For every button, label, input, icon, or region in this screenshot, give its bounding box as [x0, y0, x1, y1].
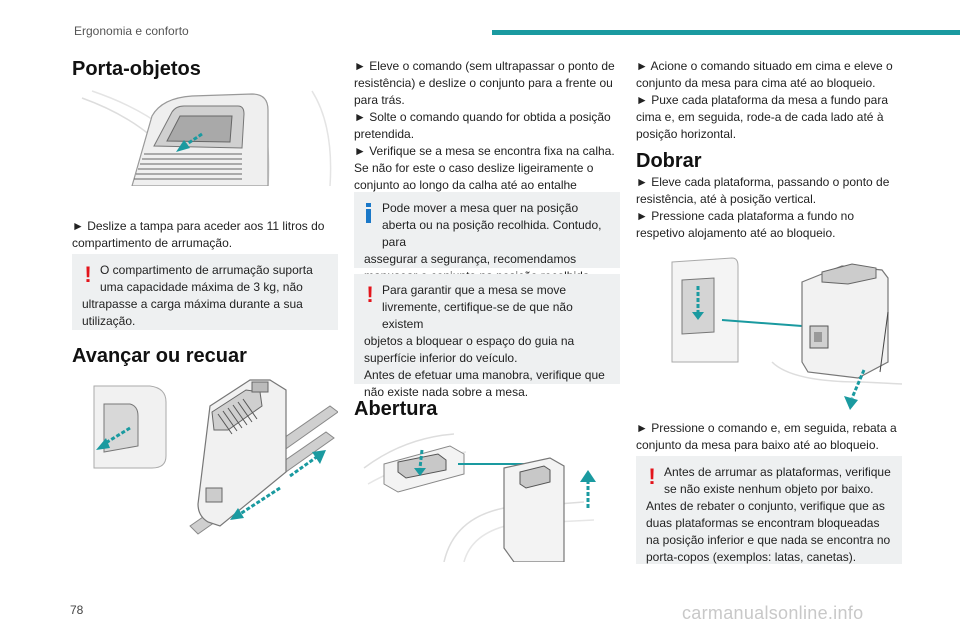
- open-step-1: ► Acione o comando situado em cima e ele…: [636, 59, 893, 90]
- heading-dobrar: Dobrar: [636, 150, 702, 172]
- move-step-3: ► Verifique se a mesa se encontra fixa n…: [354, 144, 615, 209]
- heading-porta-objetos: Porta-objetos: [72, 58, 201, 80]
- fold-steps: ► Eleve cada plataforma, passando o pont…: [636, 174, 902, 242]
- storage-step: ► Deslize a tampa para aceder aos 11 lit…: [72, 219, 325, 250]
- page-number: 78: [70, 603, 84, 617]
- fold-step-2: ► Pressione cada plataforma a fundo no r…: [636, 209, 855, 240]
- open-step-2: ► Puxe cada plataforma da mesa a fundo p…: [636, 93, 889, 141]
- storage-compartment-illustration: [72, 86, 338, 186]
- header-accent-bar: [492, 30, 960, 35]
- info-icon: [366, 203, 371, 223]
- fold-step-1: ► Eleve cada plataforma, passando o pont…: [636, 175, 890, 206]
- warning-box-storage: ! O compartimento de arrumação suporta u…: [72, 254, 338, 330]
- heading-avancar-recuar: Avançar ou recuar: [72, 345, 247, 367]
- folding-illustration: [652, 252, 902, 414]
- warning-icon: !: [366, 282, 374, 307]
- heading-abertura: Abertura: [354, 398, 438, 420]
- opening-illustration: [354, 428, 620, 562]
- warning-box-fold: ! Antes de arrumar as plataformas, verif…: [636, 456, 902, 564]
- watermark: carmanualsonline.info: [682, 603, 864, 623]
- running-header: Ergonomia e conforto: [74, 24, 189, 38]
- slide-table-illustration: [90, 376, 338, 540]
- warning-icon: !: [648, 464, 656, 489]
- fold-step-3: ► Pressione o comando e, em seguida, reb…: [636, 421, 897, 452]
- warning-icon: !: [84, 262, 92, 287]
- move-step-1: ► Eleve o comando (sem ultrapassar o pon…: [354, 59, 615, 107]
- move-step-2: ► Solte o comando quando for obtida a po…: [354, 110, 611, 141]
- info-box-move: Pode mover a mesa quer na posição aberta…: [354, 192, 620, 283]
- warning-box-move: ! Para garantir que a mesa se move livre…: [354, 274, 620, 399]
- open-steps: ► Acione o comando situado em cima e ele…: [636, 58, 902, 143]
- move-steps: ► Eleve o comando (sem ultrapassar o pon…: [354, 58, 620, 211]
